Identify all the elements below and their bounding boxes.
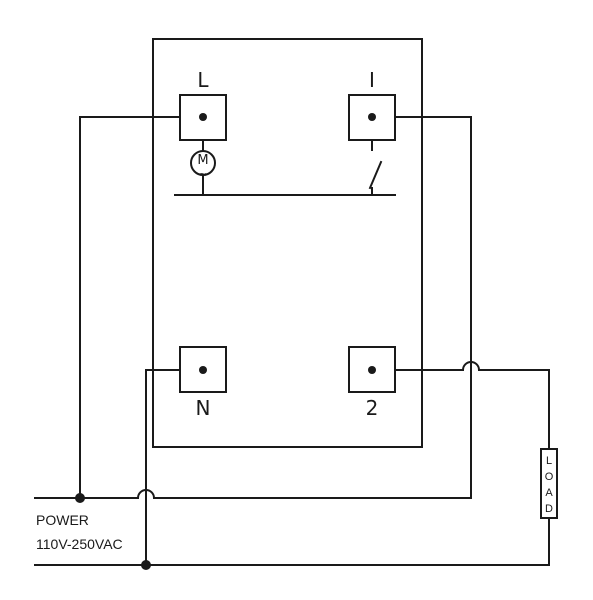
load-letter-2: O [545, 471, 554, 483]
terminal-n-dot [199, 366, 207, 374]
wire-power-top-to-i [153, 116, 472, 499]
junction-power-top [75, 493, 85, 503]
terminal-n-label: N [196, 396, 211, 420]
load-letter-1: L [546, 455, 552, 467]
motor-letter: M [197, 153, 208, 168]
terminal-i-label: I [369, 68, 375, 92]
switch-contact [368, 160, 383, 190]
power-voltage-label: 110V-250VAC [36, 536, 123, 552]
terminal-l-dot [199, 113, 207, 121]
terminal-l-label: L [197, 68, 209, 92]
wire-l-to-power [79, 116, 204, 499]
junction-power-bottom [141, 560, 151, 570]
wire-2-hop [461, 361, 481, 372]
load-resistor [540, 448, 558, 519]
terminal-2-dot [368, 366, 376, 374]
terminal-i-dot [368, 113, 376, 121]
terminal-2-label: 2 [366, 396, 379, 420]
wire-2-to-load [478, 369, 550, 450]
load-letter-3: A [545, 487, 553, 499]
load-letter-4: D [545, 503, 553, 515]
power-label: POWER [36, 512, 89, 528]
